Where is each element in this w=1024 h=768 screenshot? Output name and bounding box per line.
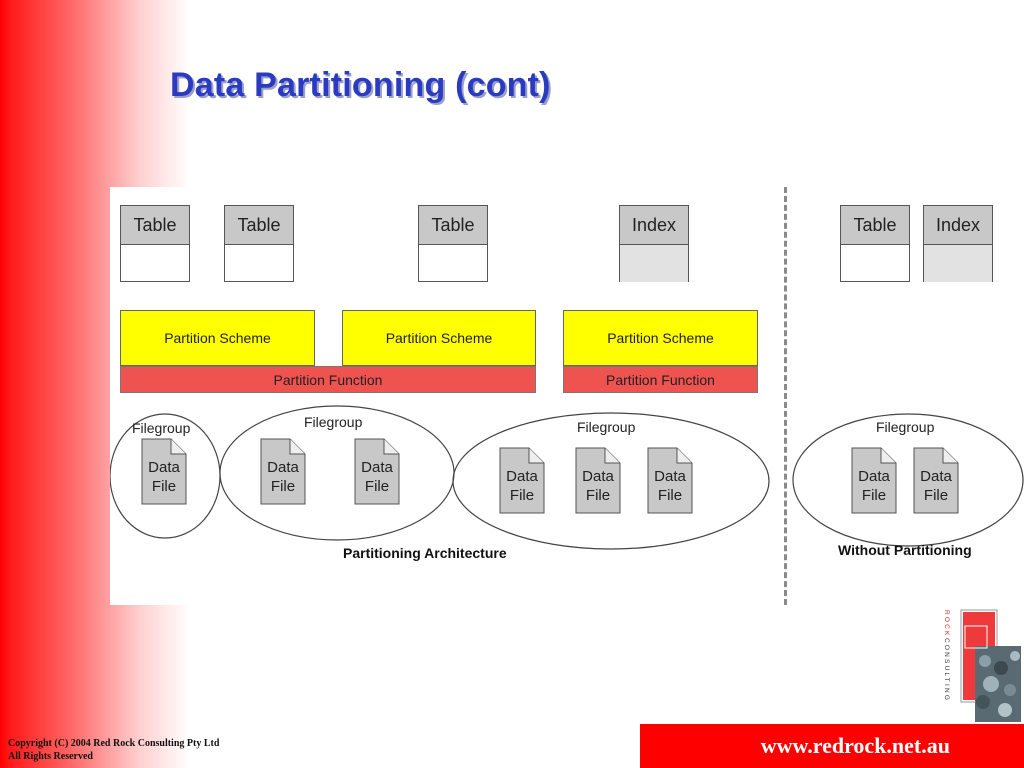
table-box: Table: [224, 205, 294, 282]
data-file-label: Data: [361, 459, 393, 476]
section-divider: [784, 187, 787, 605]
svg-text:ROCK: ROCK: [943, 610, 950, 638]
data-file-label: File: [364, 478, 390, 495]
red-rock-logo: ROCK CONSULTING: [935, 606, 1023, 722]
filegroup-ellipse: [452, 412, 770, 550]
table-box: Table: [120, 205, 190, 282]
table-label: Table: [419, 206, 487, 245]
data-file-label: File: [509, 487, 535, 504]
website-link[interactable]: www.redrock.net.au: [760, 733, 950, 758]
copyright-line: Copyright (C) 2004 Red Rock Consulting P…: [8, 738, 220, 749]
partitioning-diagram: Table Table Table Index Table Index Part…: [110, 187, 993, 605]
slide-title: Data Partitioning (cont): [170, 66, 551, 104]
caption-without-partitioning: Without Partitioning: [838, 542, 972, 558]
caption-partitioning-architecture: Partitioning Architecture: [343, 545, 507, 561]
filegroup-label: Filegroup: [304, 414, 363, 430]
filegroup-outline-unpartitioned: [792, 413, 1024, 547]
rights-line: All Rights Reserved: [8, 751, 93, 762]
table-box: Table: [418, 205, 488, 282]
data-file-label: File: [151, 478, 177, 495]
data-file-label: Data: [582, 468, 614, 485]
index-box: Index: [923, 205, 993, 282]
partition-scheme: Partition Scheme: [563, 310, 758, 366]
table-label: Table: [121, 206, 189, 245]
filegroup-label: Filegroup: [577, 419, 636, 435]
partition-function: Partition Function: [120, 366, 536, 393]
data-file-label: Data: [506, 468, 538, 485]
partition-scheme: Partition Scheme: [342, 310, 536, 366]
filegroup-label: Filegroup: [876, 419, 935, 435]
table-label: Table: [225, 206, 293, 245]
data-file-label: File: [861, 487, 887, 504]
index-label: Index: [924, 206, 992, 245]
data-file-label: Data: [858, 468, 890, 485]
data-file-label: File: [923, 487, 949, 504]
data-file-label: File: [270, 478, 296, 495]
table-box: Table: [840, 205, 910, 282]
copyright-notice: Copyright (C) 2004 Red Rock Consulting P…: [8, 737, 219, 763]
partition-scheme: Partition Scheme: [120, 310, 315, 366]
filegroup-ellipse: [792, 413, 1024, 547]
data-file-label: Data: [148, 459, 180, 476]
data-file-label: Data: [267, 459, 299, 476]
filegroup-outlines: [110, 405, 770, 550]
partition-function: Partition Function: [563, 366, 758, 393]
data-file-label: Data: [654, 468, 686, 485]
index-label: Index: [620, 206, 688, 245]
index-box: Index: [619, 205, 689, 282]
data-file-label: File: [585, 487, 611, 504]
logo-graphic: ROCK CONSULTING: [943, 609, 1021, 722]
data-file-label: Data: [920, 468, 952, 485]
footer-url-bar: www.redrock.net.au: [640, 724, 1024, 768]
table-label: Table: [841, 206, 909, 245]
filegroup-label: Filegroup: [132, 420, 191, 436]
svg-text:CONSULTING: CONSULTING: [943, 638, 950, 702]
data-file-label: File: [657, 487, 683, 504]
